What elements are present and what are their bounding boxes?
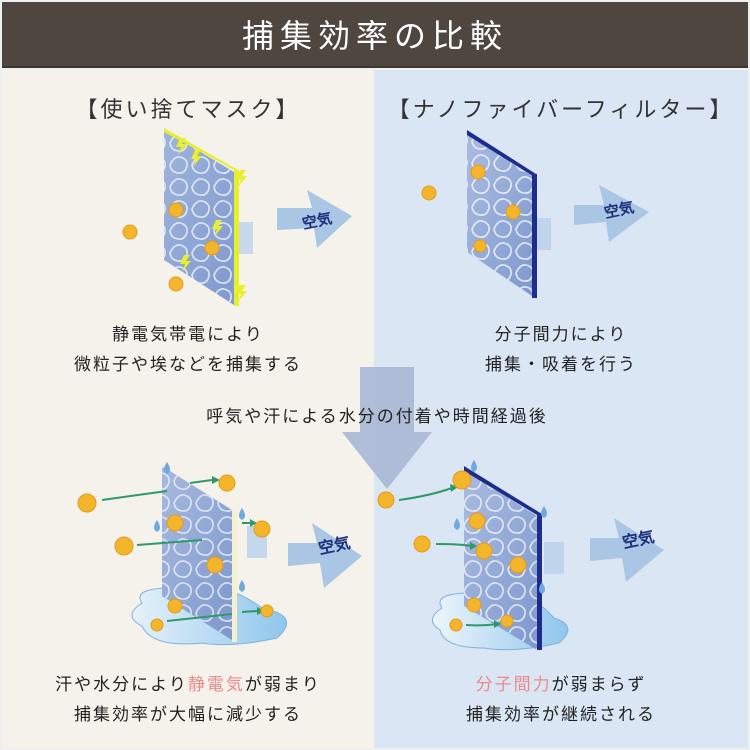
mask-mechanism-text: 静電気帯電により 微粒子や埃などを捕集する <box>2 320 374 380</box>
filter-edge <box>532 174 537 298</box>
water-drop-icon <box>154 462 245 592</box>
nanofiber-filter-title: 【ナノファイバーフィルター】 <box>387 98 735 123</box>
intermolecular-force-highlight: 分子間力 <box>475 675 552 695</box>
particle-path-icon <box>101 479 258 622</box>
nanofiber-filter-panel: 【ナノファイバーフィルター】 <box>374 70 748 748</box>
header-bar: 捕集効率の比較 <box>2 2 748 68</box>
air-arrow-icon <box>574 185 649 242</box>
particle-icon <box>122 202 220 292</box>
static-electricity-highlight: 静電気 <box>187 675 245 695</box>
filter-mechanism-line-2: 捕集・吸着を行う <box>485 355 637 375</box>
disposable-mask-title: 【使い捨てマスク】 <box>75 98 301 123</box>
mask-result-line-1: 汗や水分により静電気が弱まり <box>55 675 321 695</box>
disposable-mask-panel: 【使い捨てマスク】 <box>2 70 374 748</box>
filter-result-text: 分子間力が弱まらず 捕集効率が継続される <box>374 670 748 730</box>
filter-mechanism-text: 分子間力により 捕集・吸着を行う <box>374 320 748 380</box>
particle-icon <box>77 474 274 632</box>
filter-wet-illustration: 空気 <box>374 448 674 658</box>
air-arrow-icon <box>590 518 664 582</box>
filter-result-line-1: 分子間力が弱まらず <box>475 675 647 695</box>
particle-icon <box>377 470 527 632</box>
filter-dry-illustration: 空気 <box>404 130 664 310</box>
particle-icon <box>421 164 521 253</box>
filter-result-line-2: 捕集効率が継続される <box>466 705 656 725</box>
mask-edge <box>234 170 239 306</box>
filter-mechanism-line-1: 分子間力により <box>494 325 628 345</box>
mask-result-line-2: 捕集効率が大幅に減少する <box>74 705 302 725</box>
mask-dry-illustration: 空気 <box>102 110 372 310</box>
mask-mechanism-line-2: 微粒子や埃などを捕集する <box>74 355 302 375</box>
down-arrow-icon <box>342 367 432 497</box>
air-arrow-icon <box>288 523 362 588</box>
page-title: 捕集効率の比較 <box>241 17 508 55</box>
mask-mechanism-line-1: 静電気帯電により <box>112 325 264 345</box>
air-arrow-icon <box>277 190 352 248</box>
water-drop-icon <box>454 460 547 594</box>
mask-wet-illustration: 空気 <box>62 448 374 658</box>
mask-result-text: 汗や水分により静電気が弱まり 捕集効率が大幅に減少する <box>2 670 374 730</box>
lightning-icon <box>176 138 247 302</box>
particle-path-icon <box>398 487 497 627</box>
transition-caption: 呼気や汗による水分の付着や時間経過後 <box>206 407 548 427</box>
